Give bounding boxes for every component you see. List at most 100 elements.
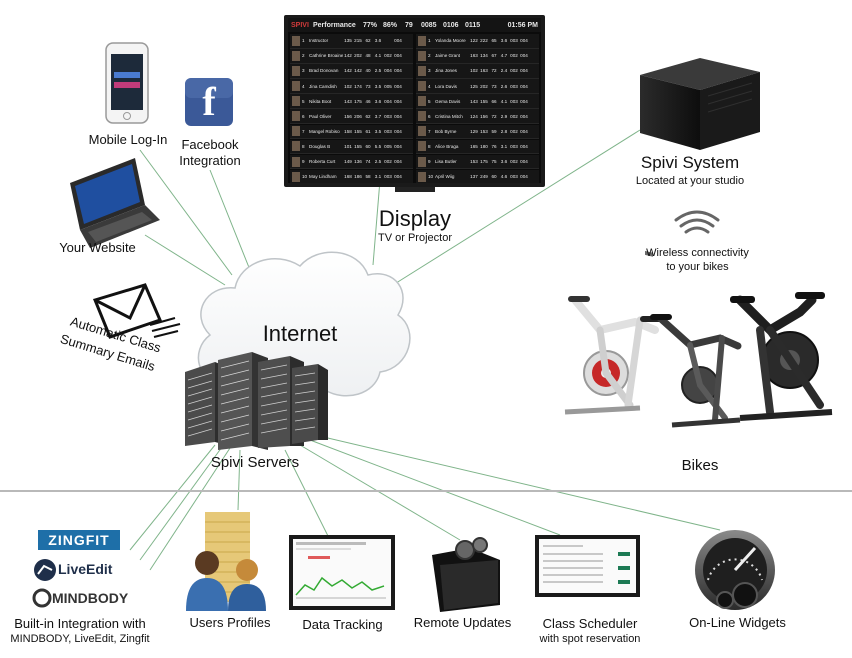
tv-rider-metric: 180 (480, 143, 488, 149)
tv-rider-name: Yolanda Moore (435, 38, 466, 44)
server-rack-icon (185, 352, 328, 450)
tv-rider-metric: 143 (470, 98, 478, 104)
tv-rider-metric: 73 (491, 83, 497, 89)
tv-avatar (418, 35, 426, 46)
tv-avatar (292, 156, 300, 167)
tv-rider-metric: 004 (520, 113, 528, 119)
connector-scheduler-servers (309, 439, 561, 536)
tv-rider-metric: 125 (470, 83, 478, 89)
tv-rider-metric: 174 (354, 83, 362, 89)
tv-stat-n4: 0115 (465, 21, 481, 29)
tv-avatar (418, 156, 426, 167)
tv-rider-metric: 74 (365, 159, 371, 165)
tv-rider-metric: 5.5 (374, 143, 382, 149)
tv-rider-metric: 249 (480, 174, 488, 180)
tv-rider-metric: 155 (354, 143, 362, 149)
tv-rider-metric: 135 (344, 38, 352, 44)
facebook-logo-letter: f (202, 79, 216, 124)
connector-facebook-cloud (209, 169, 251, 271)
tv-rider-metric: 142 (344, 68, 352, 74)
tv-rank: 10 (428, 174, 434, 180)
tv-rider-metric: 003 (384, 128, 392, 134)
tv-rider-metric: 73 (365, 83, 371, 89)
mindbody-logo-icon (32, 588, 52, 608)
tv-rider-name: May Lindham (309, 174, 337, 180)
tv-rank: 3 (428, 68, 431, 74)
tv-rider-metric: 149 (344, 159, 352, 165)
tv-rider-name: Lora Davis (435, 83, 457, 89)
tv-rider-metric: 004 (394, 98, 402, 104)
tv-rider-metric: 4.1 (374, 53, 382, 59)
connector-lines (129, 129, 721, 571)
tv-rider-name: Lisa Butler (435, 159, 457, 165)
tv-rider-metric: 004 (520, 83, 528, 89)
connector-integration-servers-1 (129, 444, 216, 551)
tv-rider-metric: 003 (510, 83, 518, 89)
tv-screen: SPIVI Performance 77% 86% 79 0085 0106 0… (288, 18, 541, 183)
tv-rider-metric: 156 (344, 113, 352, 119)
tv-rider-metric: 2.8 (500, 128, 508, 134)
tv-rider-metric: 129 (470, 128, 478, 134)
tv-avatar (418, 81, 426, 92)
label-spivi-servers: Spivi Servers (210, 454, 300, 471)
tv-rider-metric: 153 (480, 128, 488, 134)
tv-rider-name: Mangel Robiso (309, 128, 340, 134)
label-display: Display (378, 206, 452, 231)
tv-rider-metric: 004 (394, 174, 402, 180)
tv-time: 01:56 PM (507, 21, 538, 29)
tv-rider-metric: 3.1 (500, 143, 508, 149)
label-spivi-system: Spivi System (640, 153, 740, 172)
tv-rider-metric: 004 (520, 53, 528, 59)
tv-rank: 4 (302, 83, 305, 89)
tv-rank: 5 (428, 98, 431, 104)
tv-avatar (418, 65, 426, 76)
tv-rank: 5 (302, 98, 305, 104)
tv-rider-metric: 004 (394, 128, 402, 134)
tv-rider-name: Nikita Boot (309, 98, 332, 104)
tv-rider-metric: 175 (480, 159, 488, 165)
label-facebook-line2: Integration (179, 153, 241, 168)
tv-avatar (292, 50, 300, 61)
tv-rank: 1 (302, 38, 305, 44)
tv-avatar (418, 141, 426, 152)
facebook-logo-icon (185, 78, 233, 126)
tv-rider-metric: 002 (384, 159, 392, 165)
tv-rider-metric: 002 (510, 113, 518, 119)
tv-rider-metric: 004 (384, 68, 392, 74)
tv-rider-metric: 002 (384, 53, 392, 59)
tv-avatar (292, 111, 300, 122)
tv-rider-metric: 3.7 (374, 113, 382, 119)
tv-rider-metric: 59 (491, 128, 497, 134)
label-online-widgets: On-Line Widgets (689, 615, 786, 630)
tv-rank: 2 (302, 53, 305, 59)
tv-rank: 7 (302, 128, 305, 134)
tv-rider-metric: 46 (365, 98, 371, 104)
label-class-scheduler: Class Scheduler (542, 616, 638, 631)
label-display-sub: TV or Projector (378, 232, 452, 244)
tv-rider-metric: 134 (480, 53, 488, 59)
tv-rider-name: Jina Jones (435, 68, 457, 74)
tv-rider-metric: 003 (384, 174, 392, 180)
tv-rider-metric: 003 (510, 38, 518, 44)
tv-rider-name: Roberta Curt (309, 159, 336, 165)
tv-stat-n1: 79 (405, 21, 413, 29)
label-data-tracking: Data Tracking (302, 617, 383, 632)
tv-rider-metric: 003 (510, 98, 518, 104)
tv-rider-metric: 004 (394, 38, 402, 44)
tv-rider-metric: 004 (520, 38, 528, 44)
tv-rider-metric: 004 (520, 159, 528, 165)
tv-rider-metric: 004 (394, 83, 402, 89)
tv-rider-metric: 66 (491, 98, 497, 104)
tv-rider-metric: 222 (480, 38, 488, 44)
label-bikes: Bikes (681, 457, 719, 474)
